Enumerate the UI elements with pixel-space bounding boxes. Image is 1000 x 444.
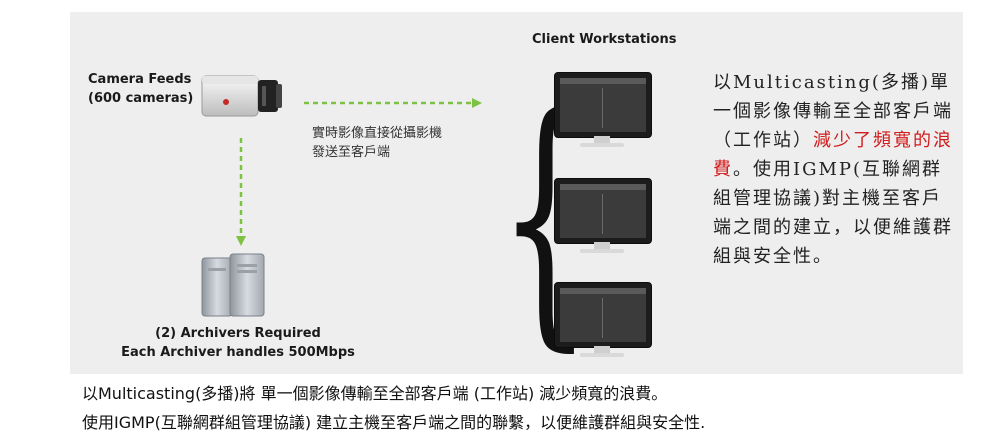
monitor-icon — [554, 72, 652, 148]
camera-feeds-label: Camera Feeds (600 cameras) — [88, 70, 193, 108]
archivers-required: (2) Archivers Required — [155, 326, 321, 341]
camera-icon — [201, 75, 282, 117]
stream-description: 實時影像直接從攝影機 發送至客戶端 — [312, 124, 442, 162]
caption-line-2: 使用IGMP(互聯網群組管理協議) 建立主機至客戶端之間的聯繫，以便維護群組與安… — [82, 413, 706, 432]
client-workstations-title: Client Workstations — [532, 32, 677, 47]
archiver-bandwidth: Each Archiver handles 500Mbps — [121, 345, 355, 360]
camera-feeds-title: Camera Feeds — [88, 72, 192, 87]
monitor-icon — [554, 282, 652, 358]
archiver-servers-icon — [201, 253, 265, 317]
description-highlight: 減少了頻寬的浪費 — [713, 130, 953, 180]
description-part-3: 。使用IGMP(互聯網群組管理協議)對主機至客戶端之間的建立，以便維護群組與安全… — [713, 159, 953, 267]
stream-line-1: 實時影像直接從攝影機 — [312, 126, 443, 141]
camera-count: (600 cameras) — [88, 91, 194, 106]
multicast-description: 以Multicasting(多播)單一個影像傳輸至全部客戶端（工作站）減少了頻寬… — [713, 68, 958, 271]
monitor-icon — [554, 178, 652, 254]
stream-line-2: 發送至客戶端 — [312, 145, 391, 160]
caption-line-1: 以Multicasting(多播)將 單一個影像傳輸至全部客戶端 (工作站) 減… — [82, 384, 668, 403]
archive-arrow — [236, 138, 246, 246]
archivers-label: (2) Archivers Required Each Archiver han… — [120, 324, 356, 362]
description-part-1: 以Multicasting(多播)單一個影像傳輸至全部客戶端（工作站） — [713, 72, 953, 151]
stream-arrow — [304, 98, 482, 108]
